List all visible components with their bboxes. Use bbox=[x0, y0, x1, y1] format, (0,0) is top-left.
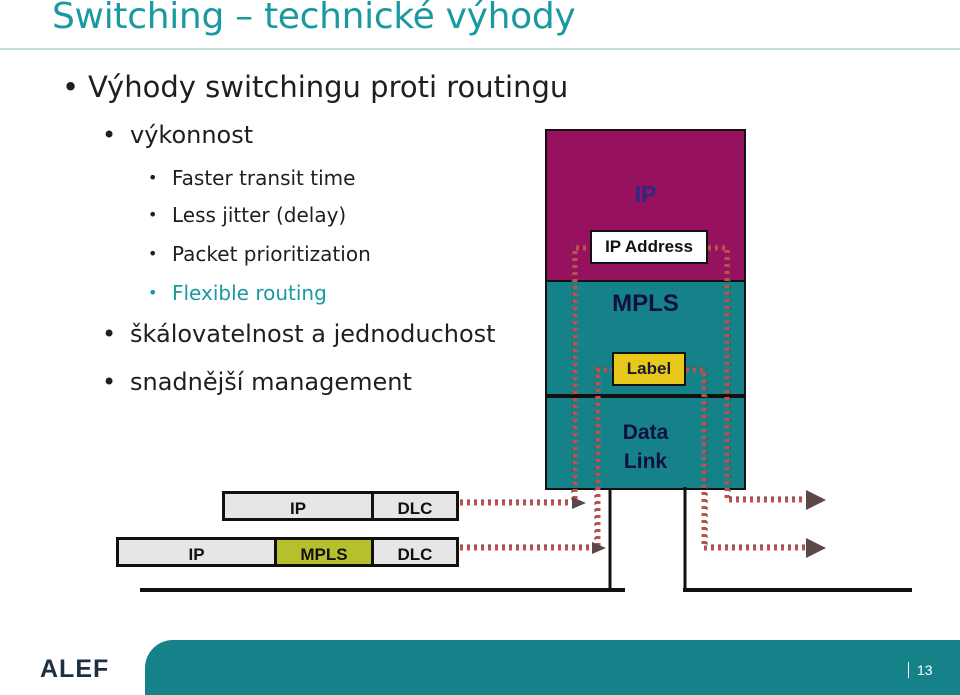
title-divider bbox=[0, 48, 960, 50]
bullet-text: Faster transit time bbox=[172, 166, 356, 190]
path-outline bbox=[460, 244, 816, 546]
bullet-text: snadnější management bbox=[130, 368, 412, 396]
packet-top-ip: IP bbox=[222, 491, 374, 521]
bullet-text: Less jitter (delay) bbox=[172, 203, 347, 227]
bullet-icon: • bbox=[102, 320, 117, 348]
bullet-icon: • bbox=[148, 244, 158, 263]
mpls-label-field: Label bbox=[612, 352, 686, 386]
packet-bottom-ip: IP bbox=[116, 537, 277, 567]
bullet-icon: • bbox=[148, 168, 158, 187]
stack-mpls-label: MPLS bbox=[612, 290, 679, 317]
bullet-prioritization: • Packet prioritization bbox=[148, 242, 371, 266]
arrowhead-mpls-in bbox=[592, 542, 606, 554]
ip-address-field: IP Address bbox=[590, 230, 708, 264]
stack-ip-label: IP bbox=[634, 181, 657, 207]
bullet-jitter: • Less jitter (delay) bbox=[148, 203, 347, 227]
bullet-text: Flexible routing bbox=[172, 281, 327, 305]
path-mpls-out bbox=[686, 367, 826, 558]
bullet-flexible-routing: • Flexible routing bbox=[148, 281, 327, 305]
bullet-text: výkonnost bbox=[130, 121, 254, 149]
bullet-text: Packet prioritization bbox=[172, 242, 371, 266]
bullet-advantages: • Výhody switchingu proti routingu bbox=[62, 70, 569, 104]
packet-top-dlc: DLC bbox=[371, 491, 459, 521]
bullet-performance: • výkonnost bbox=[102, 121, 254, 149]
alef-logo: ALEF bbox=[40, 655, 109, 684]
page-number: 13 bbox=[908, 662, 933, 678]
packet-path-arrows bbox=[460, 245, 826, 558]
bullet-icon: • bbox=[62, 70, 80, 104]
path-ip-in bbox=[460, 245, 590, 506]
path-ip-out bbox=[708, 245, 826, 510]
packet-bottom-dlc: DLC bbox=[371, 537, 459, 567]
logo-text: ALEF bbox=[40, 655, 110, 683]
stack-data-link-label: Data Link bbox=[547, 418, 744, 476]
footer-band bbox=[145, 640, 960, 695]
arrowhead-ip-in bbox=[572, 497, 586, 509]
stack-data-link-layer: Data Link bbox=[545, 395, 746, 490]
packet-bottom-mpls: MPLS bbox=[274, 537, 374, 567]
bullet-management: • snadnější management bbox=[102, 368, 412, 396]
bullet-icon: • bbox=[148, 283, 158, 302]
path-mpls-in bbox=[460, 367, 612, 551]
bullet-icon: • bbox=[102, 121, 117, 149]
data-link-text: Data Link bbox=[622, 421, 669, 473]
bullet-text: škálovatelnost a jednoduchost bbox=[130, 320, 496, 348]
slide-title: Switching – technické výhody bbox=[52, 0, 576, 37]
bullet-scalability: • škálovatelnost a jednoduchost bbox=[102, 320, 496, 348]
bullet-icon: • bbox=[102, 368, 117, 396]
bullet-transit-time: • Faster transit time bbox=[148, 166, 356, 190]
bullet-icon: • bbox=[148, 205, 158, 224]
bullet-text: Výhody switchingu proti routingu bbox=[88, 70, 569, 104]
